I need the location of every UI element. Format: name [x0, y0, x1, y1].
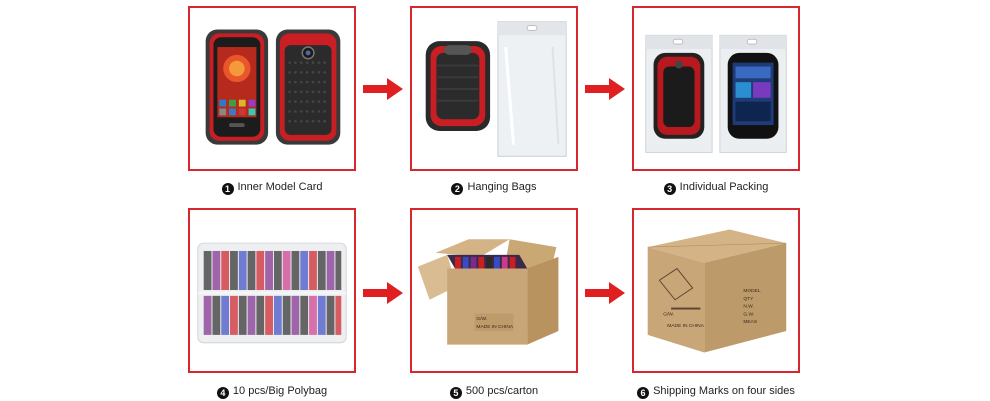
step-label: Shipping Marks on four sides: [653, 385, 795, 397]
polybag-bundle-image: [197, 242, 347, 344]
step-label: 500 pcs/carton: [465, 385, 539, 397]
box-gw-mark: G/W.: [663, 311, 674, 317]
box-made-in-mark: MADE IN CHINA: [667, 323, 704, 329]
closed-carton-image: G/W. MADE IN CHINA MODEL QTY N.W. G.W. M…: [647, 229, 787, 353]
step-number-badge: 4: [216, 387, 229, 399]
arrow-right-icon: [585, 282, 625, 304]
step-5-image-frame: G/W. MADE IN CHINA: [410, 208, 578, 373]
step-number-badge: 3: [663, 183, 676, 195]
step-number-badge: 6: [637, 387, 650, 399]
step-label: Individual Packing: [679, 181, 769, 193]
carton-gw-mark: G/W.: [476, 316, 487, 322]
step-number-badge: 1: [221, 183, 234, 195]
arrow-right-icon: [363, 78, 403, 100]
step-label: 10 pcs/Big Polybag: [232, 385, 328, 397]
carton-made-in-mark: MADE IN CHINA: [476, 324, 513, 330]
box-meas-mark: MEAS: [743, 319, 758, 325]
step-number-badge: 5: [449, 387, 462, 399]
box-qty-mark: QTY: [743, 296, 754, 302]
arrow-right-icon: [585, 78, 625, 100]
step-6-image-frame: G/W. MADE IN CHINA MODEL QTY N.W. G.W. M…: [632, 208, 800, 373]
step-1-image-frame: [188, 6, 356, 171]
phone-with-case-image: [205, 29, 341, 145]
open-carton-image: G/W. MADE IN CHINA: [417, 239, 559, 345]
step-4-image-frame: [188, 208, 356, 373]
box-gw-long-mark: G.W.: [743, 311, 754, 317]
box-nw-mark: N.W.: [743, 304, 754, 310]
step-label: Inner Model Card: [237, 181, 323, 193]
step-label: Hanging Bags: [467, 181, 537, 193]
step-3-image-frame: [632, 6, 800, 171]
case-and-bag-image: [425, 21, 567, 157]
bagged-cases-image: [645, 34, 787, 153]
step-2-image-frame: [410, 6, 578, 171]
step-number-badge: 2: [451, 183, 464, 195]
box-model-mark: MODEL: [743, 288, 761, 294]
arrow-right-icon: [363, 282, 403, 304]
